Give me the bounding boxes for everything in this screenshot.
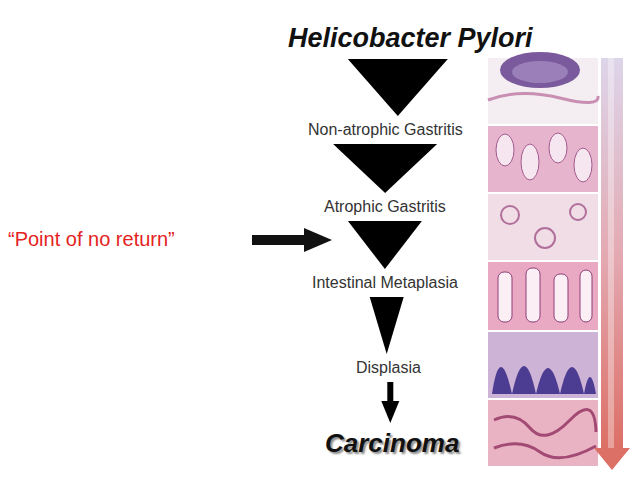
stage-box: Intestinal Metaplasia <box>308 272 462 294</box>
stage-text: Helicobacter Pylori <box>288 23 533 54</box>
stage-box: Non-atrophic Gastritis <box>304 119 467 141</box>
stage-text: Displasia <box>356 359 421 377</box>
stage-box: Atrophic Gastritis <box>320 196 450 218</box>
flow-arrow <box>381 382 399 423</box>
stage-text: Non-atrophic Gastritis <box>308 121 463 139</box>
stage-text: Carcinoma <box>325 428 459 459</box>
outcome-box: Carcinoma <box>321 426 463 461</box>
callout-label: “Point of no return” <box>8 228 175 251</box>
flow-arrow <box>348 221 422 269</box>
stage-text: Atrophic Gastritis <box>324 198 446 216</box>
stage-box: Displasia <box>352 357 425 379</box>
flow-arrow <box>333 144 437 193</box>
source-label: Helicobacter Pylori <box>284 21 537 56</box>
flow-arrow <box>348 59 448 116</box>
flow-arrow <box>370 297 404 354</box>
stage-text: Intestinal Metaplasia <box>312 274 458 292</box>
